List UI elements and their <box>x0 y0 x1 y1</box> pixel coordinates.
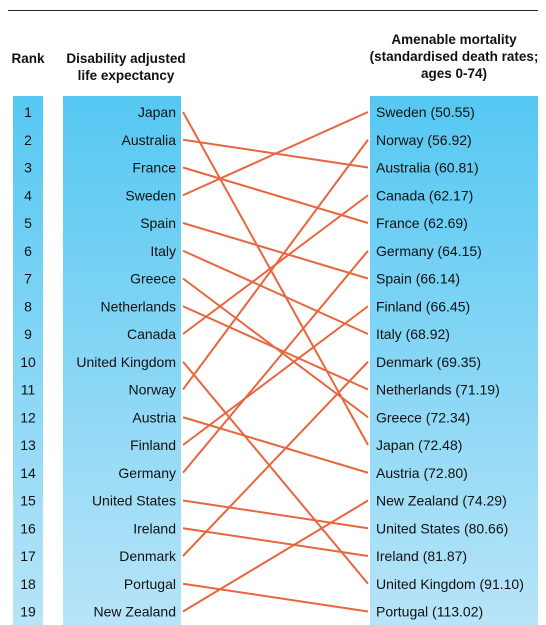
rank-4: 4 <box>24 187 32 203</box>
connector-denmark <box>182 361 369 557</box>
left-label-germany: Germany <box>118 465 176 481</box>
left-label-united-kingdom: United Kingdom <box>76 354 176 370</box>
right-label-france: France (62.69) <box>376 215 468 231</box>
connector-united-states <box>182 499 369 530</box>
right-column-background <box>370 96 538 625</box>
connector-finland <box>182 305 369 446</box>
connector-united-kingdom <box>182 361 369 585</box>
rank-11: 11 <box>21 382 36 398</box>
right-label-ireland: Ireland (81.87) <box>376 548 467 564</box>
rank-8: 8 <box>24 298 32 314</box>
rank-9: 9 <box>24 326 32 342</box>
left-label-australia: Australia <box>122 132 177 148</box>
rank-1: 1 <box>24 104 32 120</box>
left-label-finland: Finland <box>130 437 176 453</box>
right-label-spain: Spain (66.14) <box>376 271 460 287</box>
right-label-italy: Italy (68.92) <box>376 326 450 342</box>
left-label-greece: Greece <box>130 271 176 287</box>
left-column-header: Disability adjusted life expectancy <box>60 50 192 84</box>
right-label-sweden: Sweden (50.55) <box>376 104 475 120</box>
right-header-line-3: ages 0-74) <box>420 66 488 81</box>
connector-japan <box>182 111 369 446</box>
right-label-united-kingdom: United Kingdom (91.10) <box>376 576 524 592</box>
left-label-netherlands: Netherlands <box>101 298 177 314</box>
right-label-portugal: Portugal (113.02) <box>376 604 483 620</box>
right-label-new-zealand: New Zealand (74.29) <box>376 493 507 509</box>
connector-portugal <box>182 582 369 613</box>
connector-germany <box>182 250 369 474</box>
connector-ireland <box>182 527 369 557</box>
left-label-ireland: Ireland <box>133 520 176 536</box>
right-header-line-1: Amenable mortality <box>391 32 517 47</box>
rank-16: 16 <box>20 520 36 536</box>
right-label-japan: Japan (72.48) <box>376 437 462 453</box>
rank-18: 18 <box>20 576 36 592</box>
left-label-united-states: United States <box>92 493 176 509</box>
rank-14: 14 <box>20 465 36 481</box>
rank-6: 6 <box>24 243 32 259</box>
rank-10: 10 <box>20 354 36 370</box>
connector-lines <box>182 111 369 613</box>
right-label-greece: Greece (72.34) <box>376 409 470 425</box>
connector-spain <box>182 222 369 280</box>
left-label-canada: Canada <box>127 326 176 342</box>
left-label-sweden: Sweden <box>125 187 176 203</box>
right-label-denmark: Denmark (69.35) <box>376 354 481 370</box>
connector-austria <box>182 416 369 474</box>
left-label-portugal: Portugal <box>124 576 176 592</box>
connector-france <box>182 166 369 224</box>
right-label-finland: Finland (66.45) <box>376 298 470 314</box>
right-label-austria: Austria (72.80) <box>376 465 468 481</box>
connector-netherlands <box>182 305 369 391</box>
rank-header: Rank <box>11 51 45 66</box>
left-label-new-zealand: New Zealand <box>94 604 177 620</box>
left-label-spain: Spain <box>140 215 176 231</box>
right-label-norway: Norway (56.92) <box>376 132 472 148</box>
left-header-line-2: life expectancy <box>77 68 175 83</box>
rank-15: 15 <box>20 493 36 509</box>
left-label-denmark: Denmark <box>119 548 177 564</box>
right-label-canada: Canada (62.17) <box>376 187 473 203</box>
left-label-italy: Italy <box>150 243 176 259</box>
rank-column-background <box>13 96 43 625</box>
connector-sweden <box>182 111 369 197</box>
rank-2: 2 <box>24 132 32 148</box>
rank-17: 17 <box>20 548 36 564</box>
left-label-austria: Austria <box>132 409 176 425</box>
connector-norway <box>182 139 369 391</box>
right-column-header: Amenable mortality (standardised death r… <box>366 31 542 82</box>
rank-19: 19 <box>20 604 36 620</box>
left-label-norway: Norway <box>129 382 176 398</box>
left-label-france: France <box>132 160 176 176</box>
rank-13: 13 <box>20 437 36 453</box>
connector-new-zealand <box>182 499 369 613</box>
left-header-line-1: Disability adjusted <box>66 51 186 66</box>
right-header-line-2: (standardised death rates; <box>369 49 539 64</box>
row-labels: 12345678910111213141516171819JapanAustra… <box>20 104 524 620</box>
connector-italy <box>182 249 369 335</box>
rank-5: 5 <box>24 215 32 231</box>
top-rule <box>8 10 538 11</box>
right-label-germany: Germany (64.15) <box>376 243 482 259</box>
left-label-japan: Japan <box>138 104 176 120</box>
right-label-australia: Australia (60.81) <box>376 160 479 176</box>
rank-12: 12 <box>20 409 36 425</box>
right-label-netherlands: Netherlands (71.19) <box>376 382 500 398</box>
rank-3: 3 <box>24 160 32 176</box>
left-column-background <box>63 96 181 625</box>
right-label-united-states: United States (80.66) <box>376 520 508 536</box>
rank-7: 7 <box>24 271 32 287</box>
